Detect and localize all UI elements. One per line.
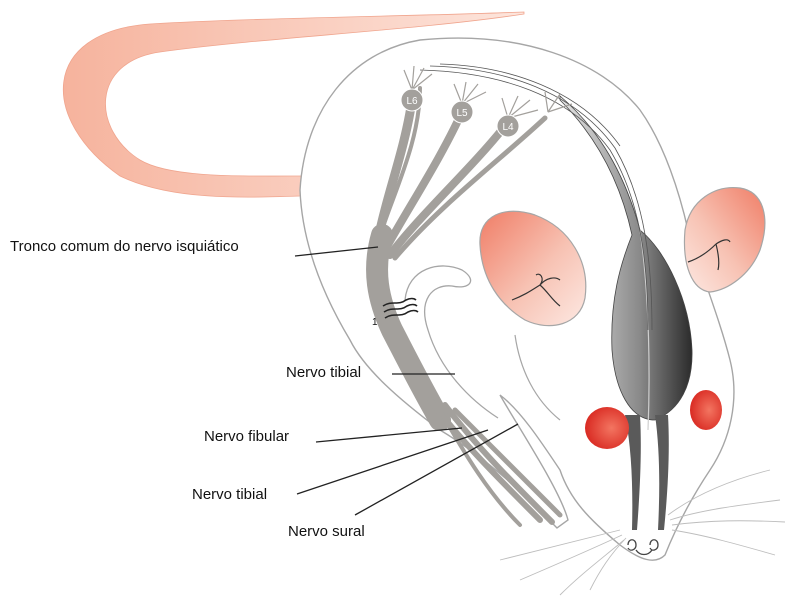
root-label-l6: L6	[406, 96, 418, 107]
root-label-l5: L5	[456, 108, 468, 119]
label-fibular-nerve: Nervo fibular	[204, 428, 289, 445]
left-eye	[585, 407, 629, 449]
injury-number: 1	[372, 317, 378, 328]
root-label-l4: L4	[502, 122, 514, 133]
label-tibial-nerve-lower: Nervo tibial	[192, 486, 267, 503]
right-eye	[690, 390, 722, 430]
label-sural-nerve: Nervo sural	[288, 523, 365, 540]
label-sciatic-trunk: Tronco comum do nervo isquiático	[10, 238, 239, 255]
label-tibial-nerve-upper: Nervo tibial	[286, 364, 361, 381]
